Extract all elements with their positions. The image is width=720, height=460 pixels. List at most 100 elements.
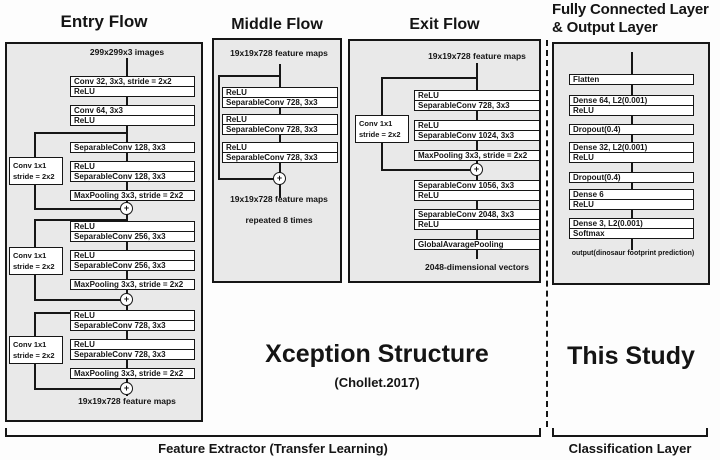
skip-connection-line [34,388,121,390]
sepconv-block: ReLU SeparableConv 728, 3x3 [70,339,195,360]
fc-output-title: Fully Connected Layer & Output Layer [552,1,720,37]
shortcut-conv-box: Conv 1x1 stride = 2x2 [9,157,63,185]
shortcut-conv-box: Conv 1x1 stride = 2x2 [355,115,409,143]
shortcut-conv-line2: stride = 2x2 [13,351,55,360]
layer-row: SeparableConv 728, 3x3 [222,124,338,135]
skip-connection-line [218,75,280,77]
conv-block: Conv 64, 3x3 ReLU [70,105,195,126]
skip-connection-line [34,132,127,134]
maxpool-block: MaxPooling 3x3, stride = 2x2 [70,190,195,201]
layer-row: SeparableConv 256, 3x3 [70,260,195,271]
merge-add-icon: + [120,202,133,215]
feature-extractor-bracket [5,428,541,437]
input-shape-label: 19x19x728 feature maps [230,48,328,58]
layer-row: MaxPooling 3x3, stride = 2x2 [70,279,195,290]
layer-row: ReLU [569,105,694,116]
entry-flow-title: Entry Flow [60,12,148,31]
fc-output-panel: Flatten Dense 64, L2(0.001) ReLU Dropout… [552,42,710,285]
layer-row: Flatten [569,74,694,85]
sepconv-block: ReLU SeparableConv 728, 3x3 [222,87,338,108]
sepconv-block: ReLU SeparableConv 1024, 3x3 [414,120,540,141]
layer-row: MaxPooling 3x3, stride = 2x2 [70,368,195,379]
repeat-note-label: repeated 8 times [245,215,313,225]
skip-connection-line [34,208,121,210]
entry-flow-panel: 299x299x3 images Conv 32, 3x3, stride = … [5,42,203,422]
sepconv-block: SeparableConv 2048, 3x3 ReLU [414,209,540,230]
global-pool-block: GlobalAvaragePooling [414,239,540,250]
layer-row: SeparableConv 1024, 3x3 [414,130,540,141]
exit-flow-title: Exit Flow [409,16,480,33]
layer-row: ReLU [70,86,195,97]
shortcut-conv-line1: Conv 1x1 [13,340,47,349]
maxpool-block: MaxPooling 3x3, stride = 2x2 [70,368,195,379]
maxpool-block: MaxPooling 3x3, stride = 2x2 [414,150,540,161]
skip-connection-line [218,75,220,179]
exit-flow-panel: 19x19x728 feature maps ReLU SeparableCon… [348,39,541,283]
sepconv-block: ReLU SeparableConv 728, 3x3 [414,90,540,111]
flatten-block: Flatten [569,74,694,85]
layer-row: Dropout(0.4) [569,124,694,135]
layer-row: SeparableConv 728, 3x3 [222,152,338,163]
layer-row: SeparableConv 256, 3x3 [70,231,195,242]
layer-row: ReLU [414,190,540,201]
maxpool-block: MaxPooling 3x3, stride = 2x2 [70,279,195,290]
shortcut-conv-box: Conv 1x1 stride = 2x2 [9,247,63,275]
layer-row: MaxPooling 3x3, stride = 2x2 [414,150,540,161]
layer-row: ReLU [70,115,195,126]
shortcut-conv-line1: Conv 1x1 [13,251,47,260]
dense-block: Dense 3, L2(0.001) Softmax [569,218,694,239]
merge-add-icon: + [470,163,483,176]
dropout-block: Dropout(0.4) [569,172,694,183]
sepconv-block: SeparableConv 1056, 3x3 ReLU [414,180,540,201]
study-divider-dashed-line [546,40,548,427]
layer-row: SeparableConv 728, 3x3 [70,349,195,360]
shortcut-conv-line1: Conv 1x1 [359,119,393,128]
skip-connection-line [381,169,470,171]
shortcut-conv-line2: stride = 2x2 [13,262,55,271]
layer-row: SeparableConv 728, 3x3 [222,97,338,108]
layer-row: SeparableConv 128, 3x3 [70,142,195,153]
skip-connection-line [34,299,121,301]
output-shape-label: 19x19x728 feature maps [230,194,328,204]
output-prediction-label: output(dinosaur footprint prediction) [571,250,695,257]
shortcut-conv-line2: stride = 2x2 [359,130,401,139]
xception-caption: Xception Structure (Chollet.2017) [210,340,544,390]
layer-row: GlobalAvaragePooling [414,239,540,250]
sepconv-block: ReLU SeparableConv 728, 3x3 [222,114,338,135]
sepconv-block: ReLU SeparableConv 256, 3x3 [70,250,195,271]
classification-bracket [552,428,708,437]
dropout-block: Dropout(0.4) [569,124,694,135]
sepconv-block: SeparableConv 128, 3x3 [70,142,195,153]
xception-structure-title: Xception Structure [265,340,489,368]
shortcut-conv-box: Conv 1x1 stride = 2x2 [9,336,63,364]
sepconv-block: ReLU SeparableConv 728, 3x3 [70,310,195,331]
skip-connection-line [34,219,127,221]
input-shape-label: 19x19x728 feature maps [428,51,526,61]
merge-add-icon: + [273,172,286,185]
layer-row: ReLU [569,199,694,210]
this-study-title: This Study [567,342,695,370]
merge-add-icon: + [120,293,133,306]
input-shape-label: 299x299x3 images [89,47,165,57]
output-shape-label: 19x19x728 feature maps [78,396,176,406]
conv-block: Conv 32, 3x3, stride = 2x2 ReLU [70,76,195,97]
classification-layer-label: Classification Layer [568,441,692,456]
connector-line [476,63,478,259]
sepconv-block: ReLU SeparableConv 256, 3x3 [70,221,195,242]
fc-title-line1: Fully Connected Layer [552,1,709,18]
shortcut-conv-line2: stride = 2x2 [13,172,55,181]
dense-block: Dense 6 ReLU [569,189,694,210]
skip-connection-line [218,178,274,180]
layer-row: Softmax [569,228,694,239]
layer-row: ReLU [569,152,694,163]
skip-connection-line [381,77,477,79]
dense-block: Dense 64, L2(0.001) ReLU [569,95,694,116]
shortcut-conv-line1: Conv 1x1 [13,161,47,170]
layer-row: Dropout(0.4) [569,172,694,183]
output-shape-label: 2048-dimensional vectors [425,262,529,272]
fc-title-line2: & Output Layer [552,19,658,36]
layer-row: MaxPooling 3x3, stride = 2x2 [70,190,195,201]
merge-add-icon: + [120,382,133,395]
layer-row: ReLU [414,219,540,230]
